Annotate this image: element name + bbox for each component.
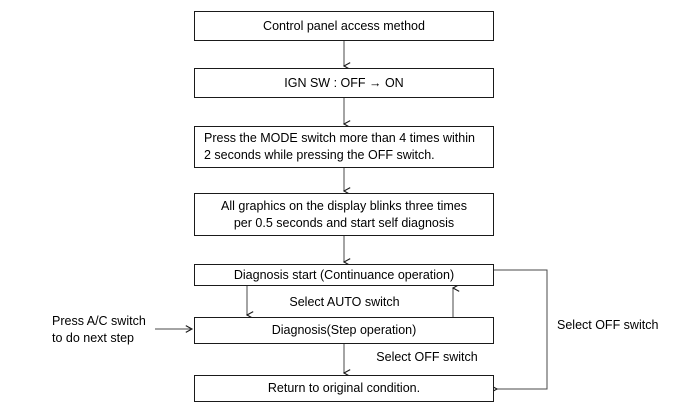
node-press-mode-switch: Press the MODE switch more than 4 times …	[194, 126, 494, 168]
node-all-graphics-blink: All graphics on the display blinks three…	[194, 193, 494, 236]
edge-label-press-ac-switch: Press A/C switch to do next step	[52, 314, 146, 345]
node-diagnosis-step: Diagnosis(Step operation)	[194, 317, 494, 344]
node-label: Control panel access method	[263, 18, 425, 33]
node-control-panel-access-method: Control panel access method	[194, 11, 494, 41]
edge-label-select-off-switch-loop: Select OFF switch	[557, 318, 659, 332]
node-label: Press the MODE switch more than 4 times …	[204, 131, 475, 162]
node-return-original-condition: Return to original condition.	[194, 375, 494, 402]
node-label: Return to original condition.	[267, 381, 421, 395]
node-label: All graphics on the display blinks three…	[221, 198, 467, 230]
node-label: Diagnosis(Step operation)	[271, 323, 417, 337]
connector-diagnosis-start-loop-to-return	[490, 269, 548, 393]
node-label: IGN SW : OFF → ON	[284, 75, 404, 90]
node-label: Diagnosis start (Continuance operation)	[233, 267, 455, 282]
node-diagnosis-start: Diagnosis start (Continuance operation)	[194, 264, 494, 286]
edge-label-select-off-switch-step: Select OFF switch	[376, 350, 478, 364]
edge-label-select-auto-switch: Select AUTO switch	[289, 295, 400, 309]
node-ign-sw: IGN SW : OFF → ON	[194, 68, 494, 98]
